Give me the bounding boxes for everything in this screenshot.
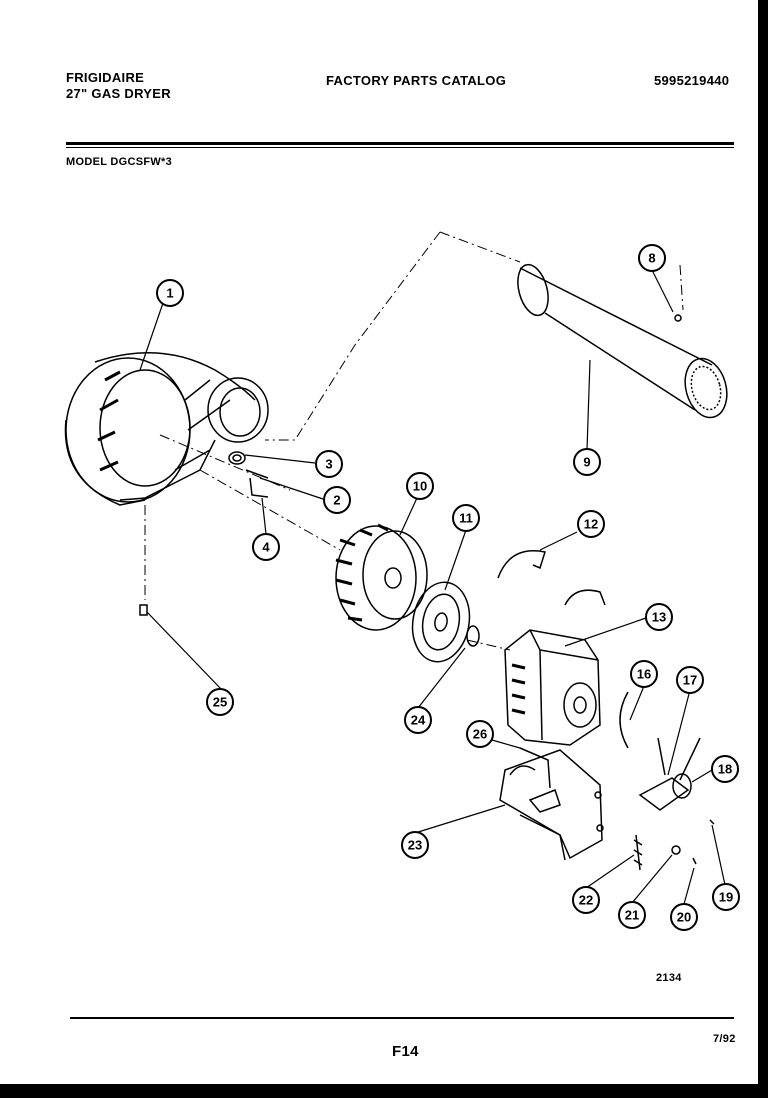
callout-label: 8: [648, 251, 655, 266]
exploded-view-diagram: 1 2 3 4 8 9 10 11 12 13 16 17 18 19 20 2…: [64, 231, 740, 931]
callout-label: 10: [413, 479, 427, 494]
callout-label: 18: [718, 762, 732, 777]
callout-label: 25: [213, 695, 227, 710]
catalog-title: FACTORY PARTS CATALOG: [326, 73, 507, 88]
callout-4: 4: [252, 533, 280, 561]
model-label: MODEL DGCSFW*3: [66, 156, 173, 168]
callout-label: 17: [683, 673, 697, 688]
idler-assembly-part: [638, 737, 701, 811]
callout-label: 24: [411, 713, 426, 728]
callout-16: 16: [630, 660, 658, 688]
page-id: F14: [392, 1043, 419, 1060]
idler-hardware-parts: [633, 819, 715, 871]
spring-clip-part: [519, 747, 551, 789]
callout-24: 24: [404, 706, 432, 734]
callout-label: 16: [637, 667, 651, 682]
callout-2: 2: [323, 486, 351, 514]
callout-label: 22: [579, 893, 593, 908]
ring-part: [466, 625, 480, 647]
callout-label: 2: [333, 493, 340, 508]
callout-label: 4: [262, 540, 270, 555]
blower-wheel-part: [335, 523, 428, 631]
callout-label: 26: [473, 727, 487, 742]
callout-20: 20: [670, 903, 698, 931]
small-hardware-parts: [228, 314, 682, 498]
callout-label: 21: [625, 908, 639, 923]
footer-rule: [70, 1017, 734, 1019]
brand-name: FRIGIDAIRE: [66, 70, 145, 85]
header-rule-thin: [66, 147, 734, 148]
motor-mount-part: [499, 749, 604, 861]
callout-18: 18: [711, 755, 739, 783]
callout-label: 20: [677, 910, 691, 925]
callout-10: 10: [406, 472, 434, 500]
callout-label: 19: [719, 890, 733, 905]
motor-clamps-part: [497, 550, 606, 606]
clip-part: [619, 691, 629, 749]
callout-1: 1: [156, 279, 184, 307]
callout-label: 11: [459, 511, 473, 526]
seal-plate-part: [411, 581, 471, 663]
product-name: 27" GAS DRYER: [66, 86, 171, 101]
callout-12: 12: [577, 510, 605, 538]
callout-17: 17: [676, 666, 704, 694]
revision-date: 7/92: [713, 1033, 736, 1045]
callout-label: 23: [408, 838, 422, 853]
callout-19: 19: [712, 883, 740, 911]
callout-label: 12: [584, 517, 598, 532]
header-rule-thick: [66, 142, 734, 145]
blower-housing-part: [64, 351, 269, 506]
callout-8: 8: [638, 244, 666, 272]
screw-part: [139, 604, 148, 616]
brand-block: FRIGIDAIRE 27" GAS DRYER: [66, 70, 171, 102]
callout-label: 9: [583, 455, 590, 470]
callout-13: 13: [645, 603, 673, 631]
callout-3: 3: [315, 450, 343, 478]
callout-26: 26: [466, 720, 494, 748]
callout-22: 22: [572, 886, 600, 914]
callout-23: 23: [401, 831, 429, 859]
callout-label: 13: [652, 610, 666, 625]
callout-11: 11: [452, 504, 480, 532]
callout-label: 3: [325, 457, 332, 472]
parts-sheet: FRIGIDAIRE 27" GAS DRYER FACTORY PARTS C…: [0, 0, 758, 1084]
drawing-number: 2134: [656, 972, 682, 984]
callout-label: 1: [166, 286, 173, 301]
callout-25: 25: [206, 688, 234, 716]
drive-motor-part: [504, 629, 601, 746]
callout-21: 21: [618, 901, 646, 929]
callout-9: 9: [573, 448, 601, 476]
catalog-number: 5995219440: [654, 73, 730, 88]
exhaust-duct-part: [517, 263, 728, 419]
